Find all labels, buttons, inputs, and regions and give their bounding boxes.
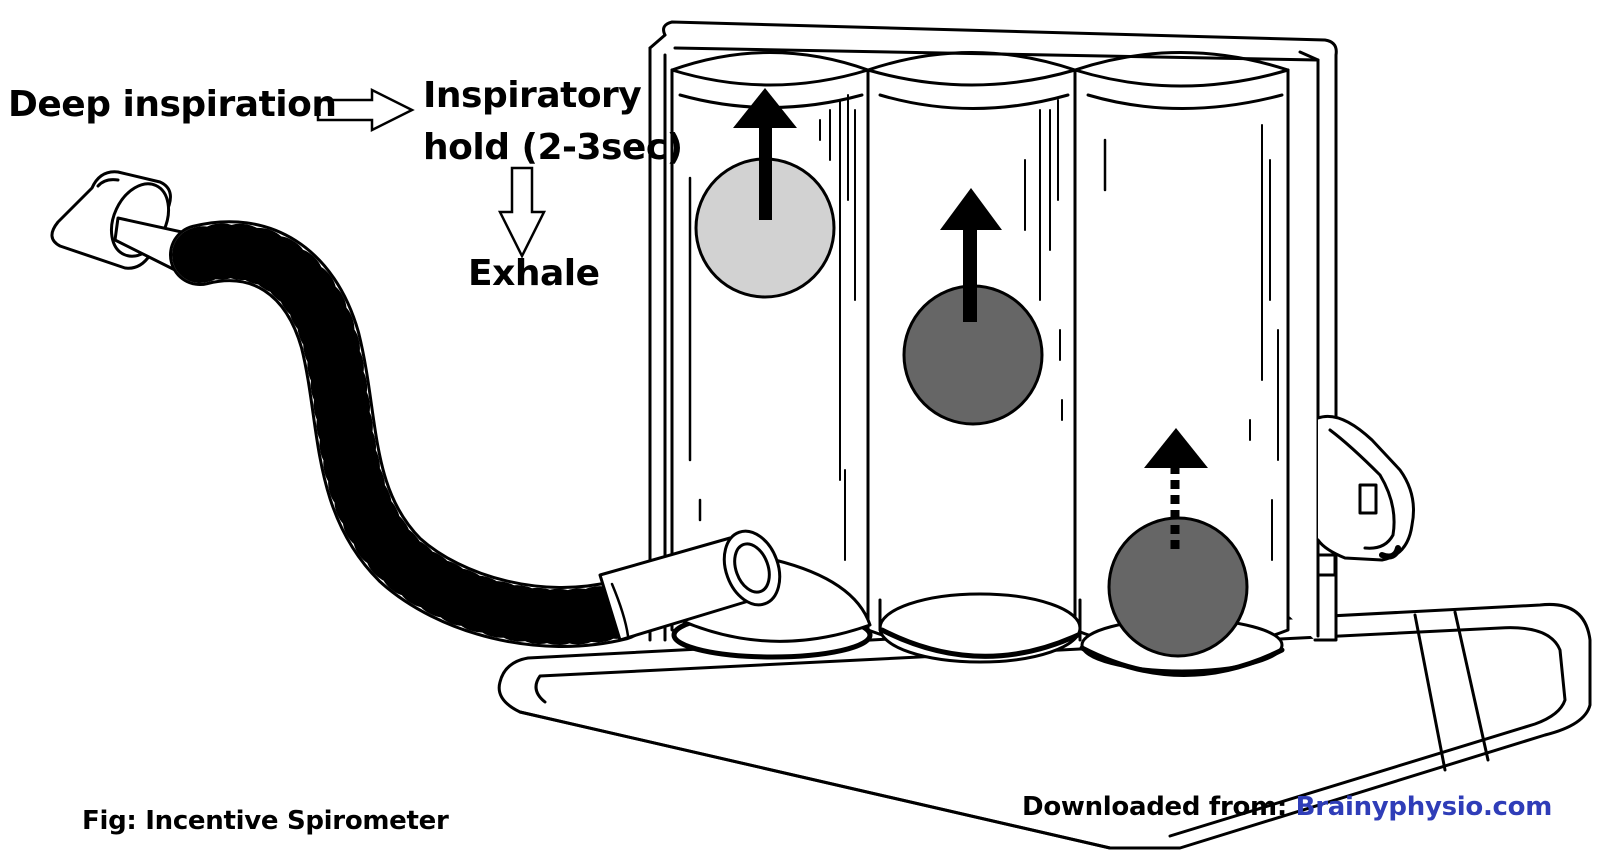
connector-tube <box>598 529 782 642</box>
arrow-up-icon <box>733 88 797 220</box>
spirometer-base <box>497 602 1592 850</box>
arrow-up-icon <box>940 188 1002 322</box>
arrow-down-outline-icon <box>497 166 547 259</box>
credit-line: Downloaded from: Brainyphysio.com <box>1022 792 1552 822</box>
credit-prefix: Downloaded from: <box>1022 792 1296 822</box>
credit-site-link[interactable]: Brainyphysio.com <box>1295 792 1553 822</box>
ball-3 <box>1107 516 1249 658</box>
figure-caption: Fig: Incentive Spirometer <box>82 806 449 836</box>
hose-ribs <box>172 223 648 645</box>
arrow-right-outline-icon <box>316 87 415 133</box>
step-hold-line-1: Inspiratory <box>423 75 642 116</box>
step-hold-label: Inspiratory hold (2-3sec) <box>423 70 683 174</box>
arrow-up-dotted-icon <box>1144 428 1208 555</box>
step-hold-line-2: hold (2-3sec) <box>423 127 683 168</box>
step-inhale-label: Deep inspiration <box>8 84 337 125</box>
step-exhale-label: Exhale <box>468 253 600 294</box>
